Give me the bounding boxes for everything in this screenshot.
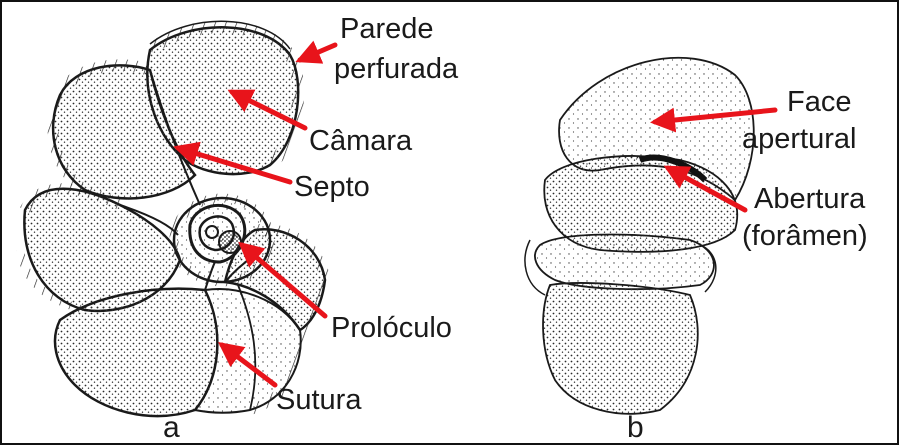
foraminifer-a-shell: [20, 21, 325, 416]
chamber-b-middle: [535, 235, 714, 290]
proloculus: [219, 231, 241, 253]
label-abertura-line2: (forâmen): [742, 222, 868, 251]
foraminifer-b-shell: [525, 58, 754, 414]
label-camara: Câmara: [309, 127, 412, 156]
label-face-line1: Face: [787, 88, 851, 117]
chamber-b-lower: [543, 283, 698, 414]
label-abertura-line1: Abertura: [754, 185, 865, 214]
arrow-parede: [300, 45, 335, 60]
panel-label-b: b: [627, 413, 644, 443]
label-sutura: Sutura: [276, 386, 361, 415]
label-proloculo: Prolóculo: [331, 314, 452, 343]
label-septo: Septo: [294, 173, 370, 202]
label-face-line2: apertural: [742, 125, 856, 154]
label-parede-line1: Parede: [340, 15, 434, 44]
label-parede-line2: perfurada: [334, 55, 458, 84]
panel-label-a: a: [163, 413, 180, 443]
